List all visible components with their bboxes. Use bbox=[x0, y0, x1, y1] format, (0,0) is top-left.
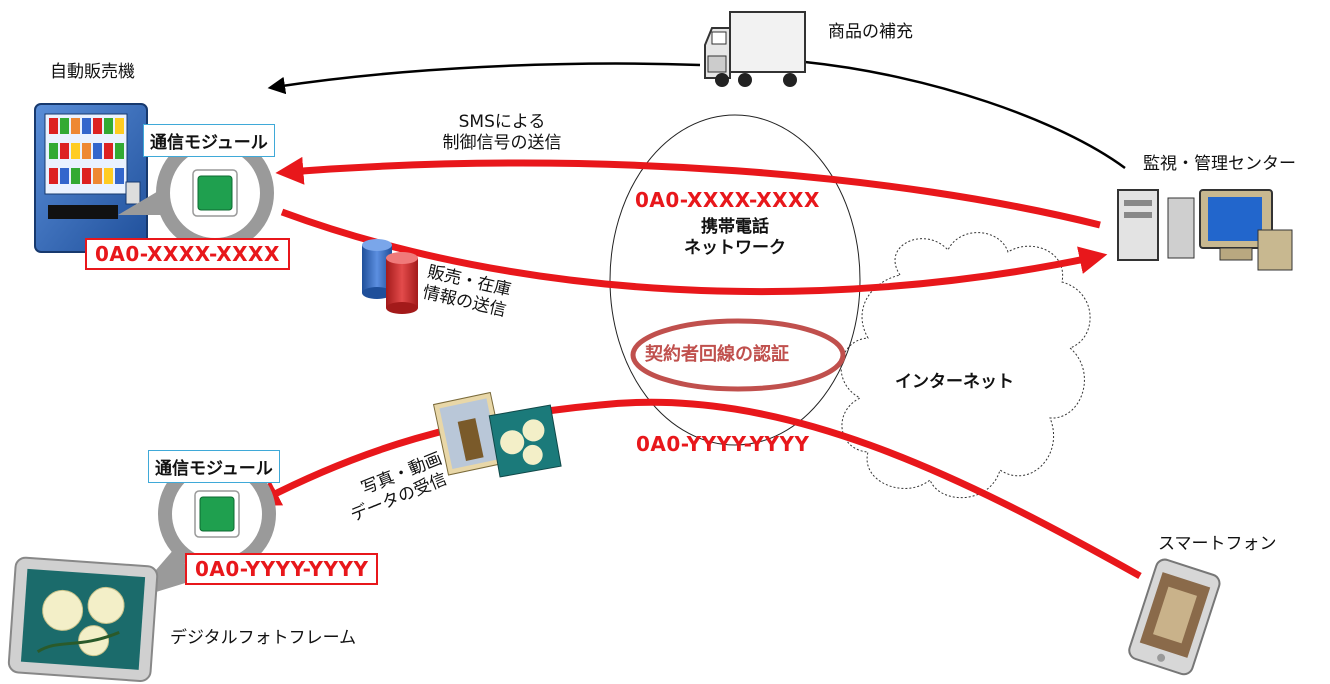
vending-machine-label: 自動販売機 bbox=[50, 62, 135, 82]
computer-icon bbox=[1117, 189, 1293, 271]
mobile-network-ellipse bbox=[609, 114, 861, 446]
smartphone-icon bbox=[1128, 558, 1221, 676]
photo-frame-icon bbox=[7, 556, 159, 683]
frame-number: 0A0-YYYY-YYYY bbox=[185, 553, 379, 585]
internet-label: インターネット bbox=[895, 372, 1014, 392]
vending-machine-icon bbox=[34, 103, 148, 253]
database-icon bbox=[362, 239, 418, 314]
smartphone-label: スマートフォン bbox=[1158, 534, 1277, 554]
photo-arrow bbox=[251, 398, 1142, 580]
auth-ring bbox=[630, 318, 846, 392]
frame-module-label: 通信モジュール bbox=[148, 450, 280, 483]
internet-cloud bbox=[840, 232, 1091, 499]
center-label: 監視・管理センター bbox=[1143, 154, 1296, 174]
sms-arrow bbox=[275, 156, 1101, 229]
network-number-y: 0A0-YYYY-YYYY bbox=[636, 432, 810, 456]
vending-module-label: 通信モジュール bbox=[143, 124, 275, 157]
sms-line2: 制御信号の送信 bbox=[442, 133, 562, 154]
mobile-network-label: 携帯電話 ネットワーク bbox=[675, 217, 795, 260]
mobile-network-line2: ネットワーク bbox=[684, 238, 786, 259]
sms-label: SMSによる 制御信号の送信 bbox=[412, 112, 592, 155]
mobile-network-line1: 携帯電話 bbox=[701, 217, 769, 237]
supply-arrow bbox=[267, 62, 701, 95]
photo-thumbnails-icon bbox=[432, 391, 562, 478]
vending-number: 0A0-XXXX-XXXX bbox=[85, 238, 290, 270]
network-number-x: 0A0-XXXX-XXXX bbox=[635, 188, 820, 212]
photo-frame-label: デジタルフォトフレーム bbox=[170, 628, 357, 648]
sms-line1: SMSによる bbox=[458, 112, 546, 132]
truck-label: 商品の補充 bbox=[828, 22, 913, 42]
truck-icon bbox=[704, 11, 806, 87]
auth-label: 契約者回線の認証 bbox=[645, 344, 789, 365]
supply-line bbox=[804, 60, 1126, 170]
